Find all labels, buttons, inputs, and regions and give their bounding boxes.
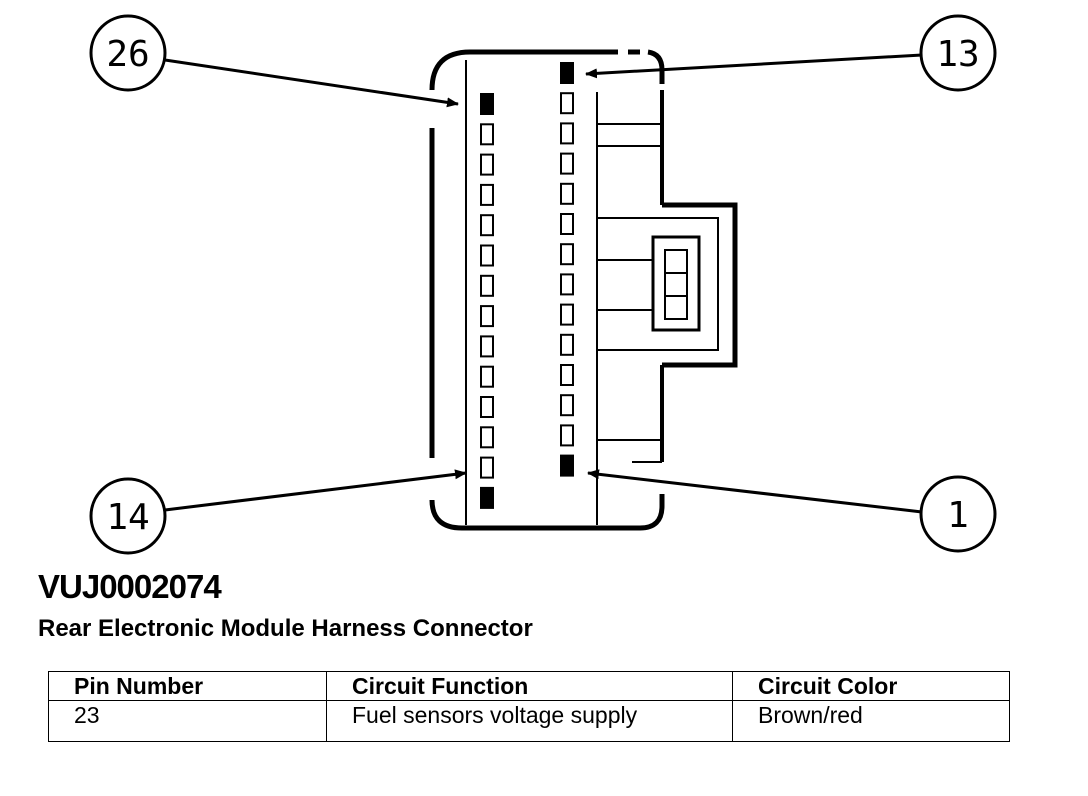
pin-cavity-right — [560, 122, 574, 145]
callout-13: 13 — [585, 14, 997, 92]
diagram-code: VUJ0002074 — [38, 568, 222, 605]
callout-1-label: 1 — [947, 495, 969, 536]
pin-cavity-left — [480, 335, 494, 358]
pin-cavity-right — [560, 394, 574, 417]
pin-cavity-left — [480, 305, 494, 328]
pin-cavity-right — [560, 454, 574, 477]
pin-cavity-left — [480, 93, 494, 115]
pin-cavity-right — [560, 92, 574, 115]
pin-cavity-left — [480, 244, 494, 267]
pin-cavity-right — [560, 273, 574, 296]
connector-title: Rear Electronic Module Harness Connector — [38, 615, 533, 642]
callout-26: 26 — [89, 14, 459, 108]
callout-13-circle — [919, 14, 997, 92]
connector-diagram: 26 13 14 1 — [89, 14, 997, 555]
callout-14: 14 — [89, 469, 467, 555]
cell-pin-number: 23 — [48, 700, 327, 742]
header-pin-number: Pin Number — [48, 671, 327, 701]
table-row: 23 Fuel sensors voltage supply Brown/red — [48, 700, 1010, 742]
callout-14-label: 14 — [106, 497, 149, 538]
pin-cavity-left — [480, 123, 494, 146]
callout-26-leader — [164, 58, 459, 108]
header-circuit-function: Circuit Function — [326, 671, 733, 701]
connector-housing — [429, 49, 738, 531]
pin-cavity-right — [560, 243, 574, 266]
pin-cavity-right — [560, 182, 574, 205]
pin-cavity-right — [560, 62, 574, 84]
cell-circuit-function: Fuel sensors voltage supply — [326, 700, 733, 742]
pin-cavity-right — [560, 303, 574, 326]
pin-cavity-left — [480, 396, 494, 418]
pin-cavity-right — [560, 213, 574, 235]
callout-14-circle — [89, 477, 167, 555]
pin-cavity-left — [480, 456, 494, 479]
callout-1-leader — [587, 469, 923, 514]
pin-cavity-left — [480, 426, 494, 449]
pin-cavity-left — [480, 153, 494, 176]
header-circuit-color: Circuit Color — [732, 671, 1010, 701]
callout-1-circle — [919, 475, 997, 553]
cell-circuit-color: Brown/red — [732, 700, 1010, 742]
pin-cavity-left — [480, 365, 494, 388]
callout-13-leader — [585, 53, 923, 79]
callout-14-leader — [164, 469, 467, 512]
pin-row-right — [560, 62, 574, 477]
callout-26-label: 26 — [106, 34, 149, 75]
callout-13-label: 13 — [936, 34, 979, 75]
pin-cavity-left — [480, 183, 494, 206]
pin-cavity-left — [480, 486, 494, 509]
pin-cavity-left — [480, 214, 494, 237]
pin-cavity-right — [560, 424, 574, 447]
pin-table: Pin Number Circuit Function Circuit Colo… — [48, 671, 1010, 742]
pin-cavity-right — [560, 333, 574, 356]
pin-cavity-right — [560, 364, 574, 386]
table-header-row: Pin Number Circuit Function Circuit Colo… — [48, 671, 1010, 701]
callout-1: 1 — [587, 469, 997, 553]
pin-row-left — [480, 93, 494, 509]
pin-cavity-right — [560, 152, 574, 175]
callout-26-circle — [89, 14, 167, 92]
pin-cavity-left — [480, 274, 494, 297]
